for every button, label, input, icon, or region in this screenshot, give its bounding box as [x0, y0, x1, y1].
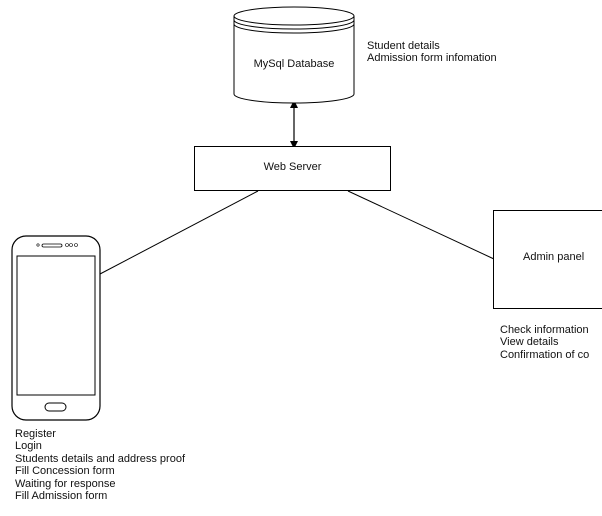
mobile-note: Fill Concession form: [15, 465, 115, 478]
admin-note: Check information: [500, 324, 589, 336]
mobile-notes: Register Login Students details and addr…: [15, 428, 185, 502]
database-note: Student details: [367, 40, 440, 52]
database-label: MySql Database: [253, 58, 335, 70]
mobile-note: Fill Admission form: [15, 490, 108, 503]
mobile-note: Waiting for response: [15, 477, 116, 490]
mobile-note: Login: [15, 440, 42, 453]
admin-panel-label: Admin panel: [523, 251, 585, 263]
admin-panel-notes: Check information View details Confirmat…: [500, 324, 602, 361]
web-server-box: Web Server: [194, 146, 391, 191]
webserver-admin-line: [347, 190, 495, 260]
web-server-label: Web Server: [263, 161, 322, 173]
database-notes: Student details Admission form infomatio…: [367, 40, 497, 65]
webserver-mobile-line: [99, 190, 259, 275]
admin-note: Confirmation of co: [500, 348, 590, 361]
mobile-note: Register: [15, 428, 56, 440]
admin-panel-box: Admin panel: [493, 210, 602, 309]
database-note: Admission form infomation: [367, 52, 497, 65]
mobile-note: Students details and address proof: [15, 452, 186, 465]
admin-note: View details: [500, 336, 559, 349]
